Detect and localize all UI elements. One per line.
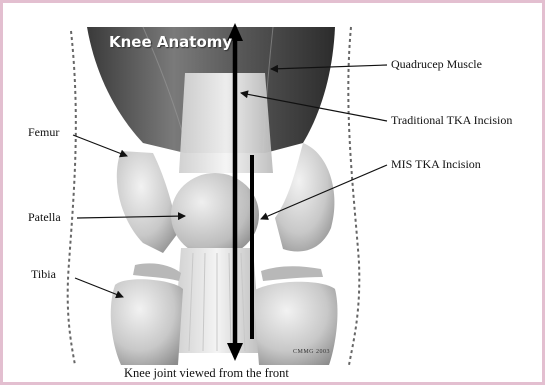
meniscus-left: [133, 263, 181, 281]
label-quadricep-muscle: Quadrucep Muscle: [391, 57, 482, 72]
patella-shape: [171, 173, 259, 257]
label-tibia: Tibia: [31, 267, 56, 282]
label-patella: Patella: [28, 210, 61, 225]
label-traditional-tka-incision: Traditional TKA Incision: [391, 113, 512, 128]
label-mis-tka-incision: MIS TKA Incision: [391, 157, 481, 172]
copyright-mark: CMMG 2003: [293, 349, 330, 355]
skin-outline-left: [68, 31, 76, 365]
quad-tendon-shape: [179, 73, 273, 173]
skin-outline-right: [348, 27, 359, 365]
tibia-shape: [111, 279, 183, 365]
meniscus-right: [261, 266, 323, 281]
figure-caption: Knee joint viewed from the front: [124, 366, 289, 381]
diagram-title: Knee Anatomy: [109, 33, 232, 51]
label-femur: Femur: [28, 125, 59, 140]
femur-shape: [117, 151, 178, 253]
pointer-femur: [73, 135, 127, 156]
